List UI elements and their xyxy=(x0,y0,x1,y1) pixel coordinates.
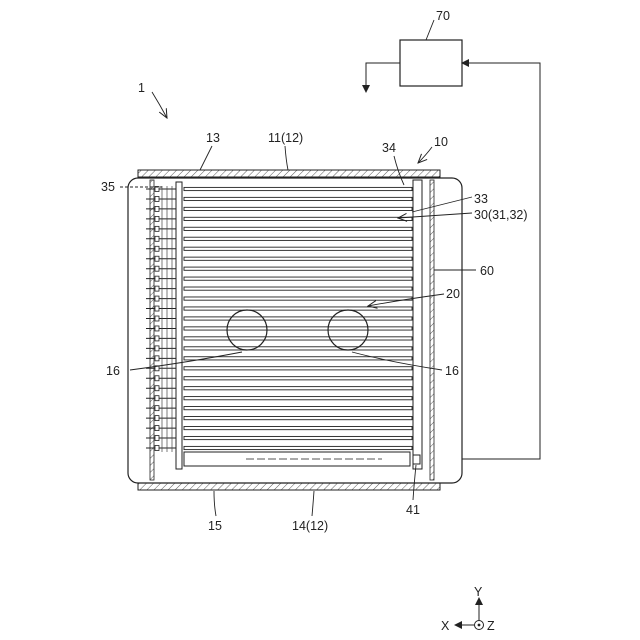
pin-clip xyxy=(155,446,159,451)
tube xyxy=(184,426,412,429)
label-tube-group: 30(31,32) xyxy=(474,208,528,222)
sensor-41 xyxy=(413,455,420,464)
axis-z-label: Z xyxy=(487,619,495,633)
pin-clip xyxy=(155,326,159,331)
pin-clip xyxy=(155,356,159,361)
pin-clip xyxy=(155,406,159,411)
tube xyxy=(184,327,412,330)
tube xyxy=(184,417,412,420)
axis-y-label: Y xyxy=(474,585,483,599)
right-frame xyxy=(413,180,422,469)
top-wall xyxy=(138,170,440,177)
pin-clip xyxy=(155,256,159,261)
tube xyxy=(184,277,412,280)
label-hole-left: 16 xyxy=(106,364,120,378)
label-top-wall-ref: 13 xyxy=(206,131,220,145)
tube xyxy=(184,297,412,300)
tube xyxy=(184,187,412,190)
pin-clip xyxy=(155,376,159,381)
axis-indicator: Y X Z xyxy=(441,585,495,633)
left-wall xyxy=(150,180,154,480)
label-left-rail: 35 xyxy=(101,180,115,194)
tube xyxy=(184,367,412,370)
pin-clip xyxy=(155,396,159,401)
label-device: 1 xyxy=(138,81,145,95)
pin-clip xyxy=(155,226,159,231)
tube xyxy=(184,307,412,310)
pin-clip xyxy=(155,436,159,441)
tube xyxy=(184,197,412,200)
pin-clip xyxy=(155,266,159,271)
base-plate xyxy=(184,452,410,466)
bottom-wall xyxy=(138,483,440,490)
tube xyxy=(184,257,412,260)
pin-clip xyxy=(155,336,159,341)
label-bottom-wall: 14(12) xyxy=(292,519,328,533)
tube xyxy=(184,377,412,380)
left-rail xyxy=(176,182,182,469)
label-side-frame: 60 xyxy=(480,264,494,278)
tube xyxy=(184,287,412,290)
tube xyxy=(184,227,412,230)
label-housing: 10 xyxy=(434,135,448,149)
tube xyxy=(184,217,412,220)
tube xyxy=(184,317,412,320)
label-tube-end: 34 xyxy=(382,141,396,155)
label-controller: 70 xyxy=(436,9,450,23)
axis-x-label: X xyxy=(441,619,450,633)
label-sensor: 41 xyxy=(406,503,420,517)
pin-clip xyxy=(155,276,159,281)
pin-clip xyxy=(155,236,159,241)
tube xyxy=(184,267,412,270)
pin-clip xyxy=(155,416,159,421)
pin-clip xyxy=(155,196,159,201)
label-stack: 20 xyxy=(446,287,460,301)
pin-clip xyxy=(155,306,159,311)
pin-clip xyxy=(155,346,159,351)
tube xyxy=(184,337,412,340)
tube xyxy=(184,407,412,410)
tube xyxy=(184,397,412,400)
pin-clip xyxy=(155,216,159,221)
tube xyxy=(184,207,412,210)
pin-clip xyxy=(155,206,159,211)
label-tube-part: 33 xyxy=(474,192,488,206)
pin-clip xyxy=(155,296,159,301)
tube xyxy=(184,237,412,240)
label-bottom-wall-ref: 15 xyxy=(208,519,222,533)
label-hole-right: 16 xyxy=(445,364,459,378)
tube xyxy=(184,387,412,390)
pin-clip xyxy=(155,286,159,291)
tube xyxy=(184,436,412,439)
tube xyxy=(184,347,412,350)
pin-clip xyxy=(155,246,159,251)
tube xyxy=(184,247,412,250)
controller-box xyxy=(400,40,462,86)
label-top-wall: 11(12) xyxy=(268,131,303,145)
pin-clip xyxy=(155,386,159,391)
tube xyxy=(184,446,412,449)
pin-clip xyxy=(155,316,159,321)
pin-clip xyxy=(155,426,159,431)
right-wall xyxy=(430,180,434,480)
